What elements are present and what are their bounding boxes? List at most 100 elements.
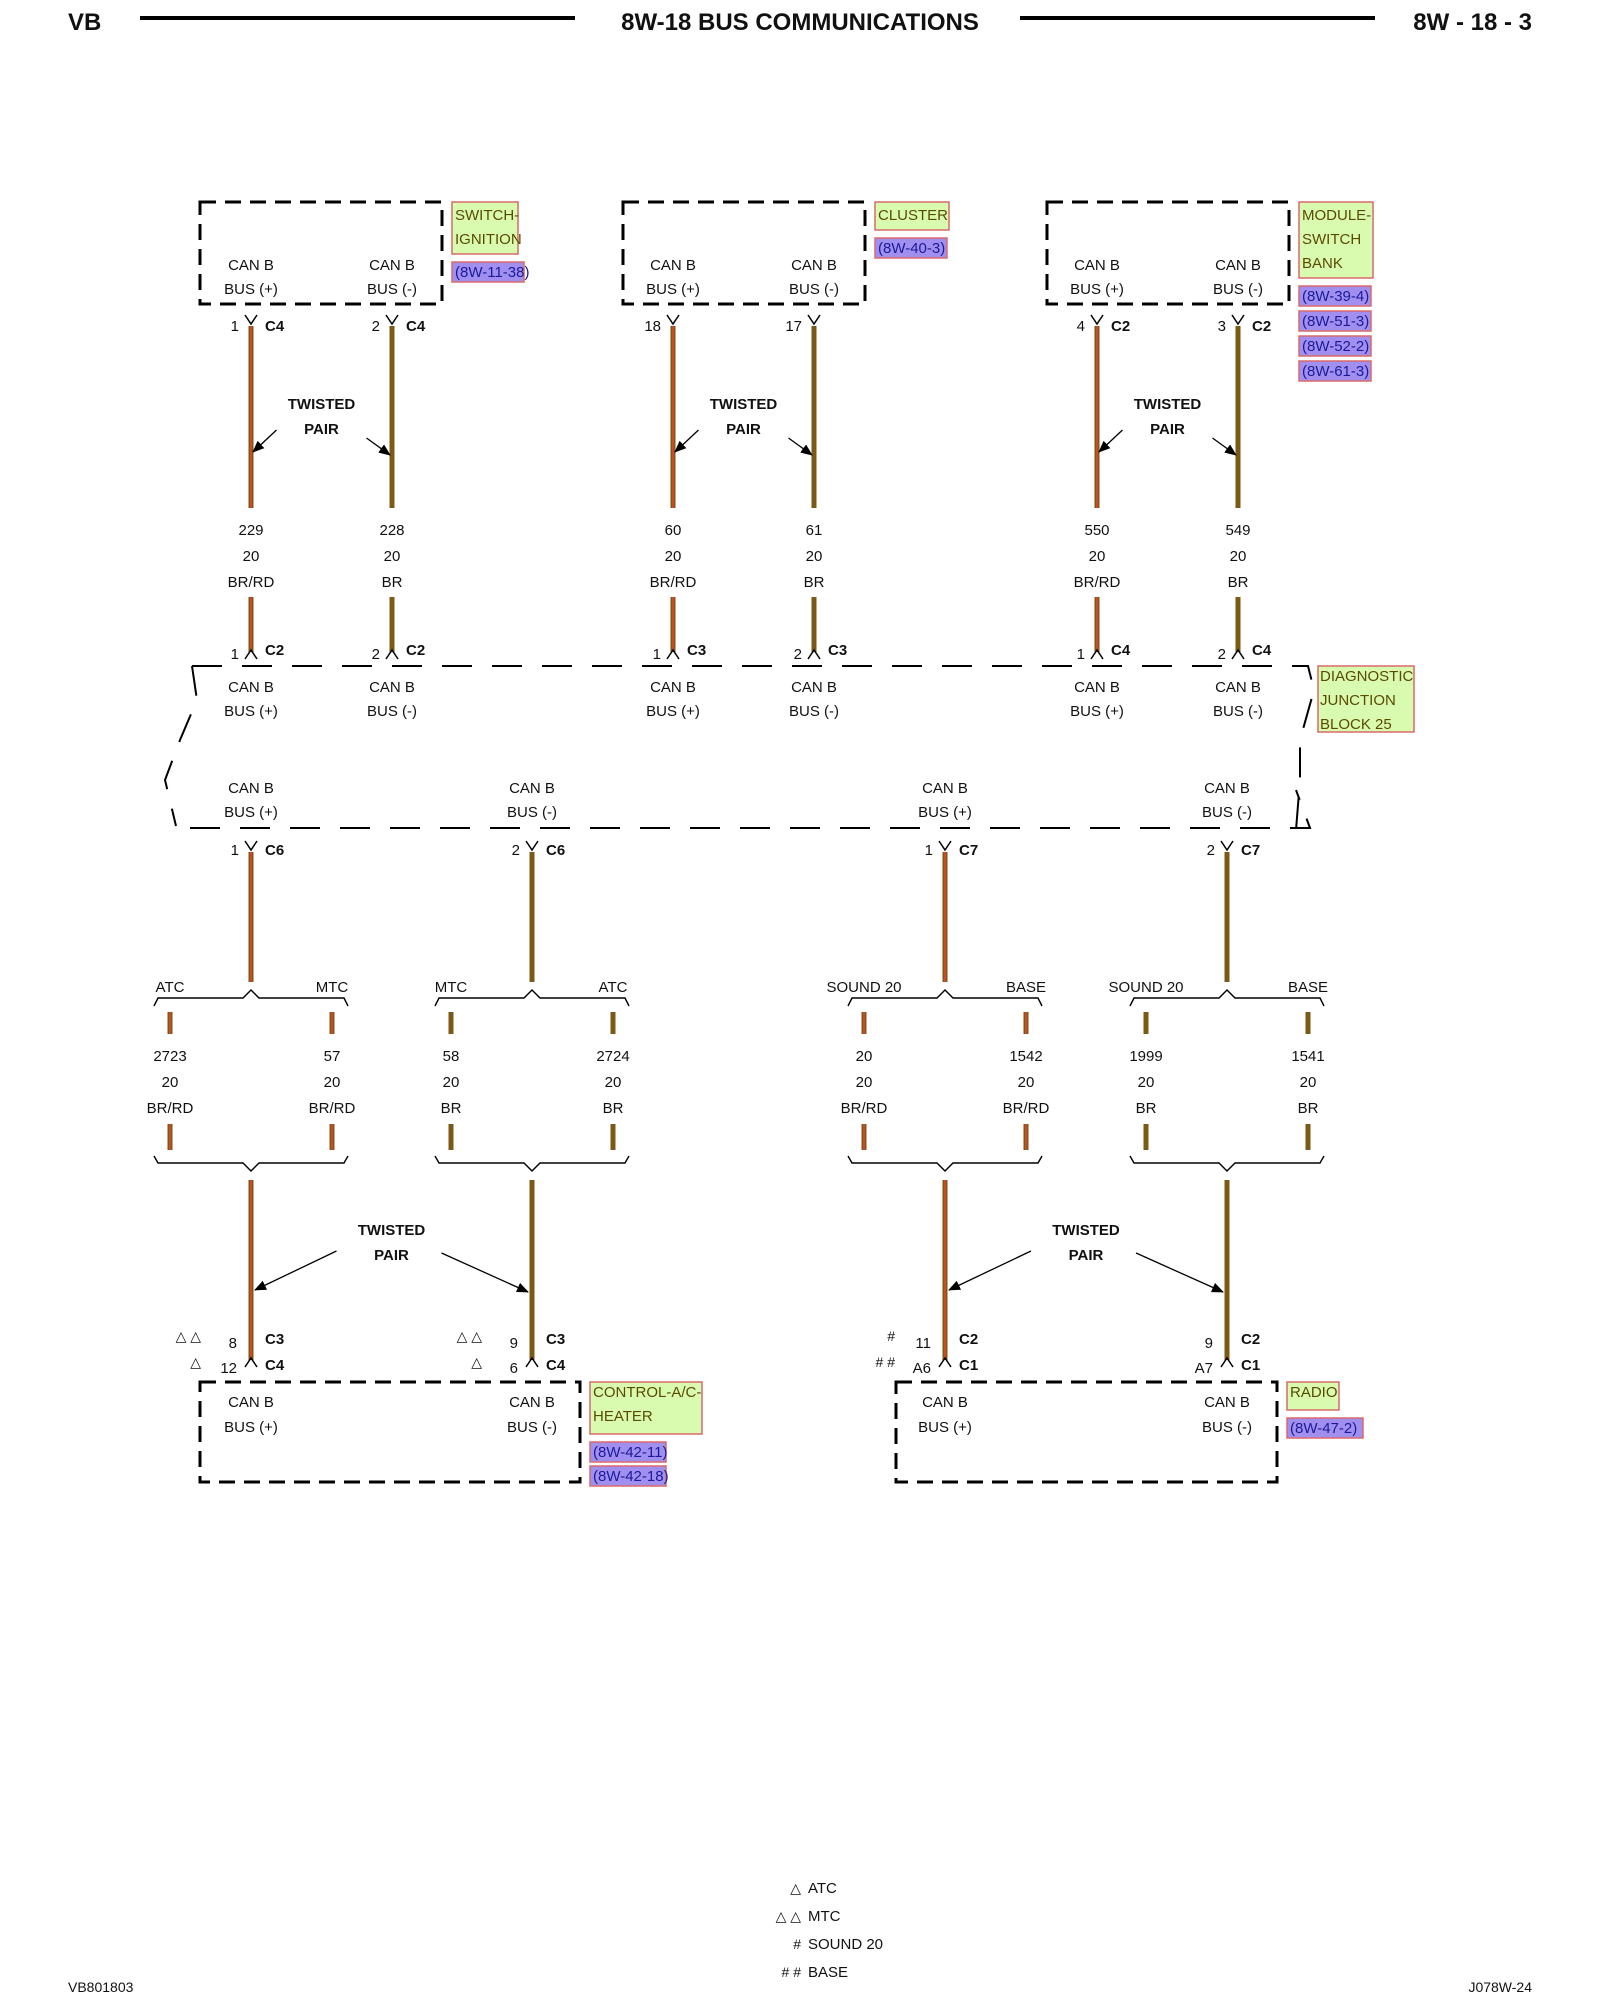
connector-id: C4 <box>546 1357 566 1374</box>
junction-label: BUS (+) <box>646 703 700 720</box>
twisted-pair-label: TWISTED <box>1052 1222 1120 1239</box>
module-name: BANK <box>1302 255 1343 272</box>
wire-gauge: 20 <box>856 1074 873 1091</box>
wire-gauge: 20 <box>806 548 823 565</box>
connector-id: C4 <box>1252 642 1272 659</box>
option-label: SOUND 20 <box>1108 979 1183 996</box>
wire-circuit: 2723 <box>153 1048 186 1065</box>
connector-symbol <box>1220 1356 1234 1368</box>
module-ref: (8W-11-38) <box>455 264 529 281</box>
wire-circuit: 58 <box>443 1048 460 1065</box>
twisted-arrow <box>1135 1252 1224 1293</box>
junction-label: CAN B <box>228 780 274 797</box>
option-symbol: △ <box>471 1354 482 1370</box>
pin-label: CAN B <box>650 257 696 274</box>
wire-circuit: 1541 <box>1291 1048 1324 1065</box>
module-ref-tag <box>589 1441 667 1463</box>
wire-color: BR/RD <box>228 574 275 591</box>
pin-number: 2 <box>794 646 802 663</box>
junction-label: CAN B <box>1074 679 1120 696</box>
pin-label: CAN B <box>1215 257 1261 274</box>
connector-symbol <box>666 314 680 326</box>
wire-gauge: 20 <box>1138 1074 1155 1091</box>
twisted-pair-label: PAIR <box>1150 421 1185 438</box>
module-box-bottom-1 <box>894 1380 1279 1484</box>
pin-number: 18 <box>644 318 661 335</box>
module-ref: (8W-42-11) <box>593 1444 667 1461</box>
option-label: BASE <box>1288 979 1328 996</box>
wire-color: BR/RD <box>1074 574 1121 591</box>
wire-circuit: 229 <box>238 522 263 539</box>
wire-circuit: 228 <box>379 522 404 539</box>
pin-label: BUS (+) <box>1070 281 1124 298</box>
option-label: ATC <box>156 979 185 996</box>
connector-id: C4 <box>265 1357 285 1374</box>
junction-block-outline-left <box>163 665 199 827</box>
twisted-pair-label: TWISTED <box>710 396 778 413</box>
connector-symbol <box>1090 648 1104 660</box>
twisted-pair-label: TWISTED <box>358 1222 426 1239</box>
connector-id: C3 <box>687 642 706 659</box>
wire-color: BR/RD <box>309 1100 356 1117</box>
junction-label: BUS (+) <box>918 804 972 821</box>
splice-bracket <box>847 989 1043 1007</box>
module-name-tag <box>589 1381 703 1435</box>
twisted-arrow <box>254 1250 337 1291</box>
connector-id: C2 <box>1111 318 1130 335</box>
legend-label: BASE <box>808 1964 848 1981</box>
wire-gauge: 20 <box>443 1074 460 1091</box>
wire-circuit: 550 <box>1084 522 1109 539</box>
pin-number: 17 <box>785 318 802 335</box>
pin-label: BUS (-) <box>507 1419 557 1436</box>
twisted-arrow <box>1098 429 1123 453</box>
connector-symbol <box>244 840 258 852</box>
connector-symbol <box>244 1356 258 1368</box>
wire-gauge: 20 <box>1300 1074 1317 1091</box>
junction-block-outline-top <box>192 665 1316 831</box>
module-ref-tag <box>1298 335 1372 357</box>
junction-label: CAN B <box>1215 679 1261 696</box>
junction-label: BUS (+) <box>224 804 278 821</box>
connector-symbol <box>244 314 258 326</box>
connector-id: C4 <box>1111 642 1131 659</box>
twisted-pair-label: TWISTED <box>1134 396 1202 413</box>
wire-color: BR <box>804 574 825 591</box>
pin-number: 1 <box>231 646 239 663</box>
wire-color: BR/RD <box>841 1100 888 1117</box>
connector-id: C3 <box>265 1331 284 1348</box>
connector-id: C3 <box>546 1331 565 1348</box>
wire-color: BR <box>1298 1100 1319 1117</box>
junction-label: BUS (-) <box>1202 804 1252 821</box>
module-name: CLUSTER <box>878 207 948 224</box>
legend-label: MTC <box>808 1908 841 1925</box>
junction-name: DIAGNOSTIC <box>1320 668 1414 685</box>
option-label: MTC <box>316 979 349 996</box>
option-label: SOUND 20 <box>826 979 901 996</box>
wire-gauge: 20 <box>1230 548 1247 565</box>
junction-label: CAN B <box>509 780 555 797</box>
wire-color: BR/RD <box>147 1100 194 1117</box>
module-box-1 <box>621 200 867 306</box>
junction-label: BUS (-) <box>1213 703 1263 720</box>
junction-label: BUS (+) <box>224 703 278 720</box>
connector-symbol <box>1231 648 1245 660</box>
connector-id: C2 <box>265 642 284 659</box>
legend-label: ATC <box>808 1880 837 1897</box>
module-ref: (8W-51-3) <box>1302 313 1369 330</box>
twisted-arrow <box>366 437 391 456</box>
wire-color: BR/RD <box>650 574 697 591</box>
pin-number: 12 <box>220 1360 237 1377</box>
pin-label: CAN B <box>922 1394 968 1411</box>
pin-label: BUS (-) <box>789 281 839 298</box>
pin-label: CAN B <box>1204 1394 1250 1411</box>
junction-label: BUS (-) <box>789 703 839 720</box>
page-number: 8W - 18 - 3 <box>1413 9 1532 36</box>
pin-label: BUS (+) <box>646 281 700 298</box>
pin-number: 2 <box>372 318 380 335</box>
legend-symbol: △ <box>790 1880 801 1896</box>
twisted-arrow <box>1212 437 1237 456</box>
module-ref: (8W-39-4) <box>1302 288 1369 305</box>
connector-symbol <box>666 648 680 660</box>
connector-id: C1 <box>959 1357 978 1374</box>
